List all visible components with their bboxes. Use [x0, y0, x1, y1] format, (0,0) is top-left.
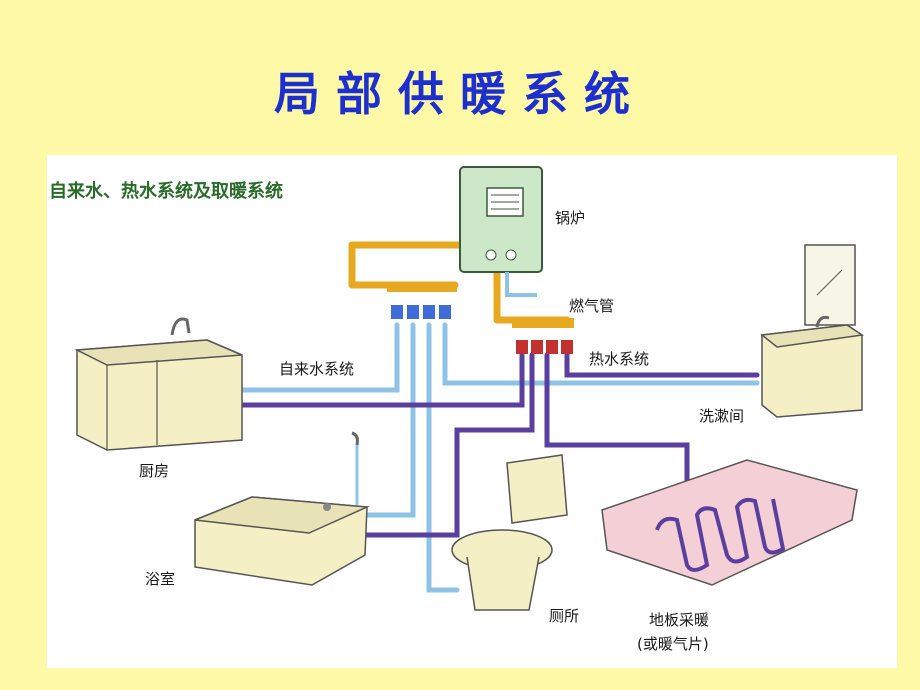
boiler-dial-right: [505, 249, 517, 261]
label-tap-water-system: 自来水系统: [279, 360, 355, 378]
washroom-faucet: [815, 315, 830, 328]
kitchen-faucet: [170, 317, 191, 336]
cold-manifold: [387, 282, 457, 319]
valve-hot-1: [516, 340, 528, 354]
label-toilet: 厕所: [549, 607, 580, 625]
label-floor-heating-alt: (或暖气片): [637, 635, 709, 653]
label-floor-heating: 地板采暖: [649, 611, 710, 629]
label-gas-pipe: 燃气管: [569, 297, 615, 315]
valve-cold-1: [391, 305, 403, 319]
kitchen-sink: [74, 317, 243, 451]
hot-manifold: [512, 318, 574, 354]
hot-water-pipes: [234, 352, 760, 538]
label-bathroom: 浴室: [145, 570, 176, 588]
bath-faucet: [323, 503, 331, 511]
slide-title: 局部供暖系统: [274, 67, 646, 121]
washroom-basin: [760, 244, 865, 418]
cold-pipe-toilet: [426, 322, 460, 593]
valve-cold-3: [423, 305, 435, 319]
boiler-dial-left: [485, 249, 497, 261]
toilet: [451, 454, 568, 611]
toilet-tank: [506, 454, 568, 524]
label-boiler: 锅炉: [555, 209, 586, 227]
gas-pipe: [505, 272, 537, 297]
floor-heating: [601, 459, 858, 586]
valve-cold-2: [407, 305, 419, 319]
hot-pipe-floor: [544, 352, 690, 498]
hot-pipe-washroom: [564, 352, 760, 378]
diagram-panel: 自来水、热水系统及取暖系统 锅炉 燃气管 自来水系统 热水系统 厨房 洗漱间 浴…: [47, 155, 897, 668]
hot-pipe-kitchen: [234, 352, 525, 408]
valve-cold-4: [439, 305, 451, 319]
valve-hot-2: [531, 340, 543, 354]
cold-pipe-bath: [359, 322, 416, 518]
washroom-mirror: [804, 244, 856, 326]
label-washroom: 洗漱间: [699, 407, 745, 425]
supply-pipe-cold-manifold: [348, 241, 481, 289]
valve-hot-4: [561, 340, 573, 354]
cold-pipe-washroom: [442, 322, 760, 386]
valve-hot-3: [546, 340, 558, 354]
hot-pipe-bath: [359, 352, 535, 538]
diagram-heading: 自来水、热水系统及取暖系统: [49, 181, 283, 202]
label-kitchen: 厨房: [139, 462, 170, 480]
boiler: [459, 166, 543, 297]
floor-heating-coil: [655, 497, 786, 572]
plumbing-diagram: [74, 166, 865, 611]
bathtub: [194, 431, 370, 586]
label-hot-water-system: 热水系统: [589, 350, 650, 368]
cold-pipe-kitchen: [234, 322, 400, 393]
shower-head: [351, 431, 359, 446]
cold-water-pipes: [234, 322, 760, 593]
